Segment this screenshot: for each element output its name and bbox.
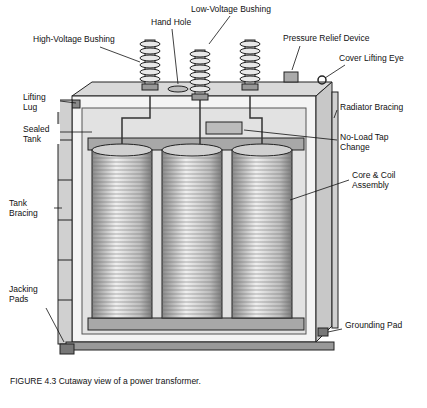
core-coil xyxy=(88,96,304,330)
leader-line xyxy=(244,130,337,140)
part-label: Sealed Tank xyxy=(22,124,60,144)
coil xyxy=(232,150,292,318)
leader-line xyxy=(334,110,337,118)
coil-winding xyxy=(232,150,292,318)
coil xyxy=(162,150,222,318)
leader-line xyxy=(325,65,345,78)
coil-winding xyxy=(92,150,152,318)
grounding-pad xyxy=(318,328,328,336)
part-label: Tank Bracing xyxy=(8,198,54,218)
part-label: Cover Lifting Eye xyxy=(338,53,405,63)
bushing xyxy=(240,40,260,90)
hand-hole xyxy=(168,86,188,92)
part-label: Pressure Relief Device xyxy=(282,33,370,43)
part-label: High-Voltage Bushing xyxy=(32,34,116,44)
leader-line xyxy=(209,16,230,44)
tank-bracing xyxy=(58,100,72,344)
tank-interior xyxy=(82,108,306,334)
pressure-relief-device xyxy=(284,72,298,82)
bushing xyxy=(140,40,160,90)
part-label: No-Load Tap Change xyxy=(339,132,401,152)
tank-side xyxy=(316,82,332,342)
part-label: Lifting Lug xyxy=(22,92,60,112)
part-label: Core & Coil Assembly xyxy=(351,170,415,190)
jacking-pad xyxy=(60,344,74,354)
figure-caption: FIGURE 4.3 Cutaway view of a power trans… xyxy=(10,376,201,386)
radiator-bracing xyxy=(332,92,338,328)
leader-line xyxy=(46,308,64,342)
part-label: Low-Voltage Bushing xyxy=(190,4,272,14)
coil-winding xyxy=(162,150,222,318)
bushings xyxy=(140,40,260,100)
lifting-lug xyxy=(72,100,80,108)
bracing-rib xyxy=(58,140,72,300)
coil-top xyxy=(232,144,292,156)
lead-wire xyxy=(122,96,262,144)
leader-lines xyxy=(46,16,349,342)
part-label: Grounding Pad xyxy=(344,320,403,330)
leader-line xyxy=(60,132,92,133)
coil-top xyxy=(92,144,152,156)
part-label: Radiator Bracing xyxy=(339,102,404,112)
tank-front xyxy=(72,96,316,342)
part-label: Jacking Pads xyxy=(8,284,54,304)
bushing xyxy=(190,50,210,100)
leader-line xyxy=(60,101,76,103)
bracing xyxy=(58,92,338,354)
tank xyxy=(72,72,332,342)
leader-line xyxy=(290,180,349,200)
base xyxy=(66,342,334,350)
tap-changer xyxy=(206,122,242,134)
leader-line xyxy=(100,47,140,62)
leader-line xyxy=(172,29,178,84)
cover-lifting-eye xyxy=(318,76,326,84)
leader-line xyxy=(328,329,342,332)
core-yoke xyxy=(88,318,304,330)
coil xyxy=(92,150,152,318)
coil-top xyxy=(162,144,222,156)
leader-line xyxy=(292,46,300,70)
part-label: Hand Hole xyxy=(150,17,192,27)
